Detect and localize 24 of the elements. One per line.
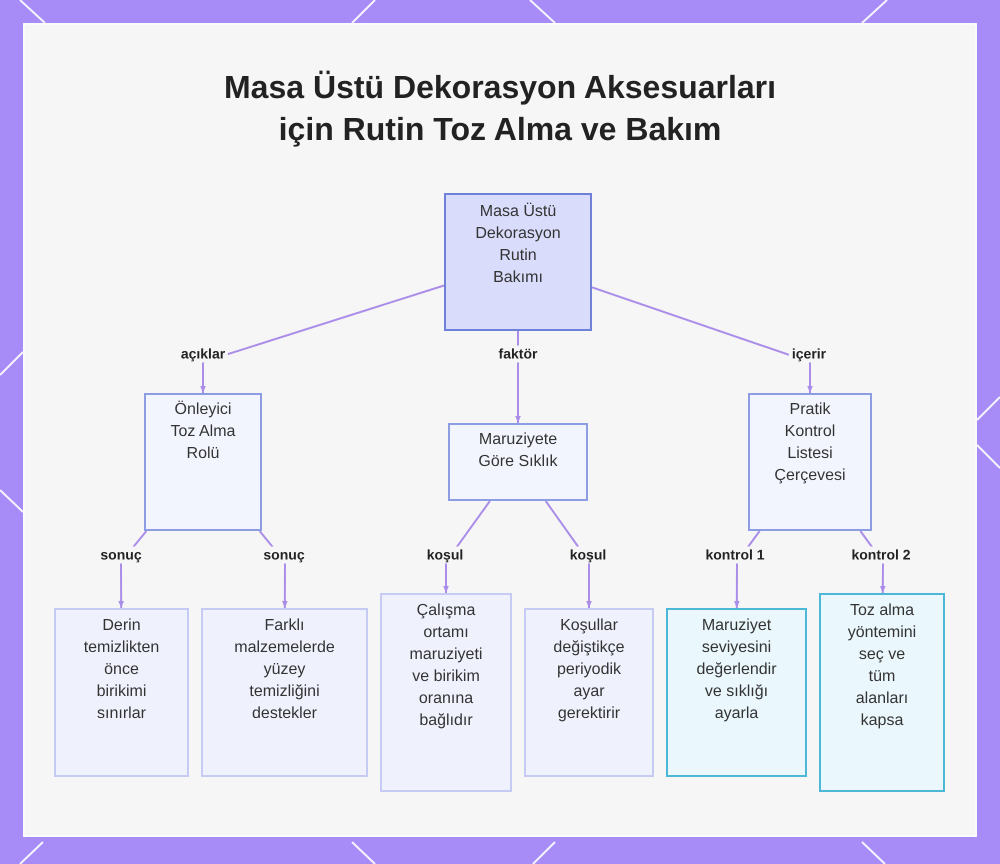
concept-box: [54, 608, 189, 777]
concept-box: [380, 593, 512, 792]
concept-box: [819, 593, 945, 792]
node-text: Koşullar değiştikçe periyodik ayar gerektirir: [552, 616, 626, 724]
concept-box: [144, 393, 262, 531]
topic-box: [444, 193, 592, 331]
connector-arrow: [200, 284, 444, 393]
diagram-title: Masa Üstü Dekorasyon Aksesuarları için Rutin Toz Alma ve Bakım: [223, 68, 777, 149]
concept-box: [448, 423, 588, 501]
node-text: Maruziyet seviyesini değerlendir ve sıklığı ayarla: [695, 616, 778, 724]
concept-box: [748, 393, 872, 531]
node-text: Farklı malzemelerde yüzey temizliğini destekler: [233, 616, 336, 724]
node-text: Pratik Kontrol Listesi Çerçevesi: [773, 400, 847, 486]
node-text: Maruziyete Göre Sıklık: [477, 430, 559, 472]
node-text: Önleyici Toz Alma Rolü: [170, 400, 236, 464]
node-text: Masa Üstü Dekorasyon Rutin Bakımı: [474, 202, 562, 288]
concept-box: [666, 608, 807, 777]
connector-arrow: [592, 286, 813, 393]
node-text: Toz alma yöntemini seç ve tüm alanları kapsa: [846, 601, 918, 731]
concept-box: [524, 608, 654, 777]
node-text: Derin temizlikten önce birikimi sınırlar: [82, 616, 160, 724]
concept-box: [201, 608, 368, 777]
edge-label: faktör: [496, 346, 540, 362]
node-text: Çalışma ortamı maruziyeti ve birikim oranına bağlıdır: [408, 601, 484, 731]
